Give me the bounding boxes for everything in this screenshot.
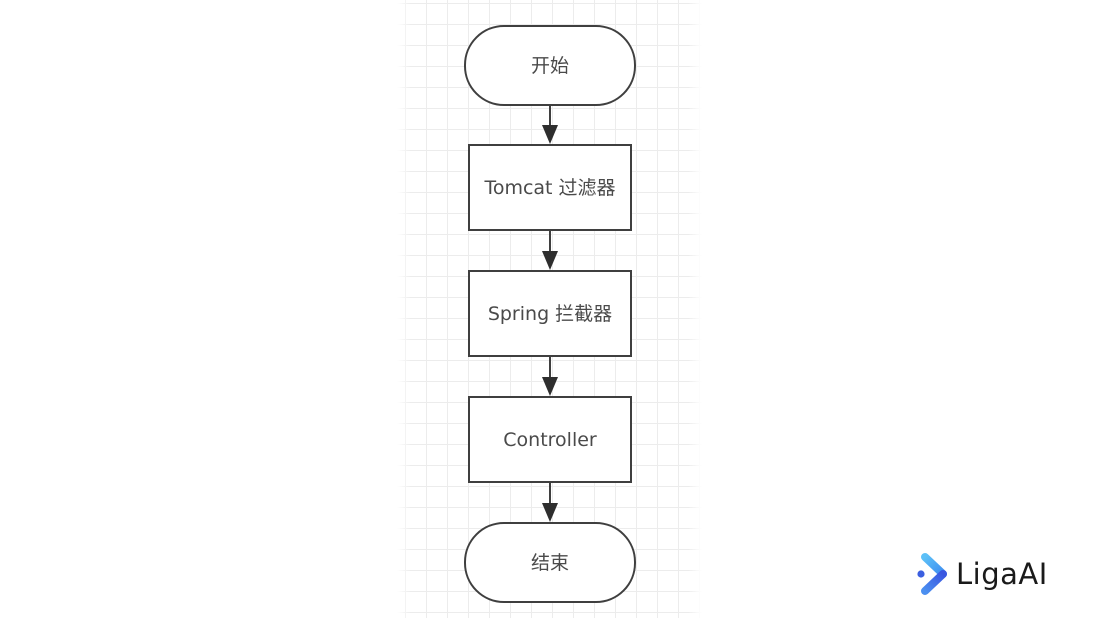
spring-interceptor-node: Spring 拦截器 (468, 270, 632, 357)
ligaai-logo-icon (917, 553, 947, 595)
end-node: 结束 (464, 522, 636, 603)
start-node: 开始 (464, 25, 636, 106)
arrow-controller-to-end (542, 483, 558, 523)
arrow-spring-to-controller (542, 357, 558, 397)
grid-fade-right (688, 0, 702, 618)
controller-label: Controller (503, 428, 597, 451)
arrow-down-icon (542, 105, 558, 144)
end-node-label: 结束 (530, 551, 569, 574)
arrow-tomcat-to-spring (542, 231, 558, 271)
brand-name: LigaAI (956, 557, 1048, 591)
start-node-label: 开始 (530, 54, 569, 77)
controller-node: Controller (468, 396, 632, 483)
tomcat-filter-label: Tomcat 过滤器 (484, 176, 616, 199)
spring-interceptor-label: Spring 拦截器 (487, 302, 613, 325)
arrow-down-icon (542, 483, 558, 522)
arrow-down-icon (542, 357, 558, 396)
grid-fade-left (397, 0, 411, 618)
arrow-start-to-tomcat (542, 105, 558, 145)
brand-watermark: LigaAI (916, 553, 1048, 595)
tomcat-filter-node: Tomcat 过滤器 (468, 144, 632, 231)
arrow-down-icon (542, 231, 558, 270)
